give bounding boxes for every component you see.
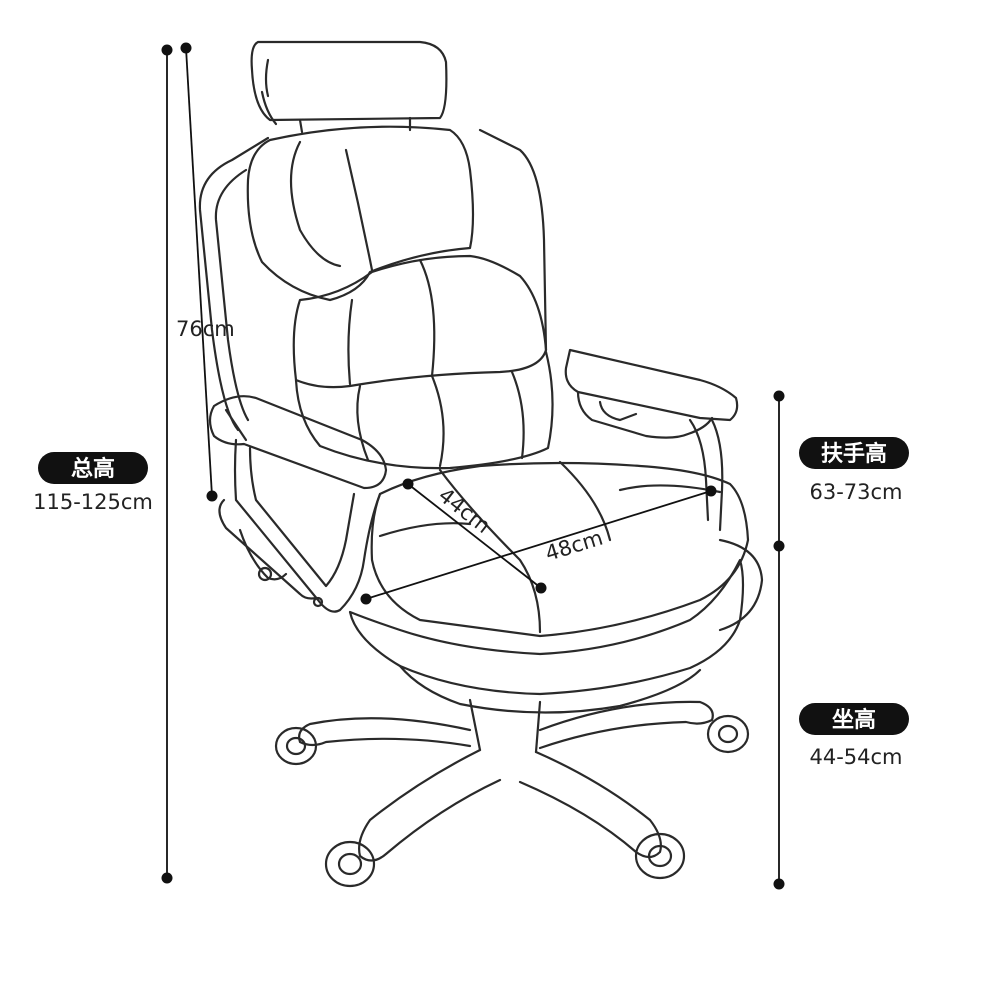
seat-height-label: 坐高 — [832, 707, 876, 733]
caster-wheel — [634, 832, 686, 880]
seat-height-value: 44-54cm — [809, 745, 902, 769]
headrest — [250, 40, 448, 122]
gas-lift — [468, 698, 542, 754]
base — [358, 748, 502, 862]
seat-height-line — [773, 546, 785, 890]
total-height-label: 总高 — [71, 456, 115, 482]
backrest-frame — [198, 128, 548, 432]
footrest — [348, 558, 745, 696]
middle-back-cushion — [292, 254, 548, 389]
back-height-value: 76cm — [176, 317, 235, 341]
armrest-height-badge — [799, 437, 909, 469]
caster-wheel — [274, 726, 318, 766]
seat-height-badge — [799, 703, 909, 735]
seat-width-value: 48cm — [542, 526, 605, 566]
armrest-height-line — [773, 390, 785, 552]
caster-wheel — [324, 840, 376, 888]
upper-back-cushion — [246, 125, 475, 302]
seat-cushion — [370, 461, 750, 638]
armrest-height-label: 扶手高 — [821, 441, 887, 467]
seat-width-line — [360, 485, 717, 605]
back-height-line — [180, 42, 218, 502]
total-height-badge — [38, 452, 148, 484]
total-height-value: 115-125cm — [33, 490, 153, 514]
chair-drawing — [198, 40, 764, 888]
caster-wheel — [706, 714, 750, 754]
total-height-line — [161, 44, 173, 884]
seat-depth-line — [402, 478, 547, 594]
armrest-height-value: 63-73cm — [809, 480, 902, 504]
right-armrest — [564, 348, 739, 422]
lower-back-cushion — [294, 350, 554, 470]
left-armrest — [208, 395, 388, 490]
